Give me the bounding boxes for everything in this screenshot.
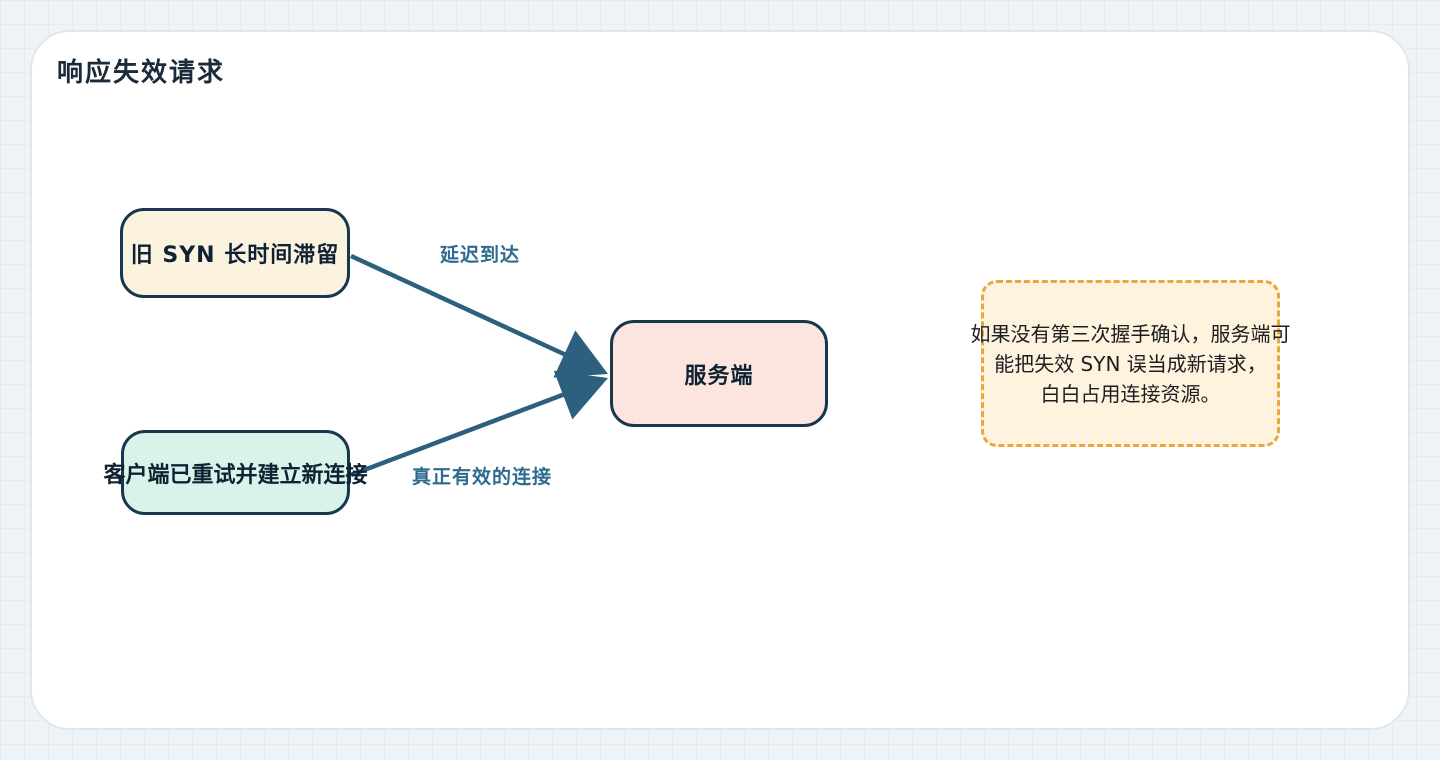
- edge-valid-line: [350, 391, 566, 478]
- note-line: 能把失效 SYN 误当成新请求，: [994, 351, 1267, 376]
- note-line: 如果没有第三次握手确认，服务端可: [970, 321, 1291, 346]
- edge-valid-arrowhead-icon: [553, 370, 608, 420]
- note-box[interactable]: 如果没有第三次握手确认，服务端可 能把失效 SYN 误当成新请求， 白白占用连接…: [971, 280, 1291, 447]
- node-server-label: 服务端: [684, 363, 754, 389]
- edge-delayed-line: [350, 253, 567, 358]
- node-old-syn-label: 旧 SYN 长时间滞留: [130, 243, 340, 268]
- edge-delayed-arrowhead-icon: [553, 330, 608, 378]
- node-client-retry-label: 客户端已重试并建立新连接: [103, 462, 368, 488]
- page-title: 响应失效请求: [57, 58, 226, 88]
- note-line: 白白占用连接资源。: [1040, 381, 1221, 406]
- note-text: 如果没有第三次握手确认，服务端可 能把失效 SYN 误当成新请求， 白白占用连接…: [971, 319, 1291, 409]
- edge-label-valid: 真正有效的连接: [412, 466, 553, 488]
- node-client-retry[interactable]: 客户端已重试并建立新连接: [104, 430, 368, 515]
- node-old-syn[interactable]: 旧 SYN 长时间滞留: [120, 208, 350, 298]
- node-server[interactable]: 服务端: [610, 320, 828, 427]
- edge-label-delayed: 延迟到达: [440, 244, 521, 266]
